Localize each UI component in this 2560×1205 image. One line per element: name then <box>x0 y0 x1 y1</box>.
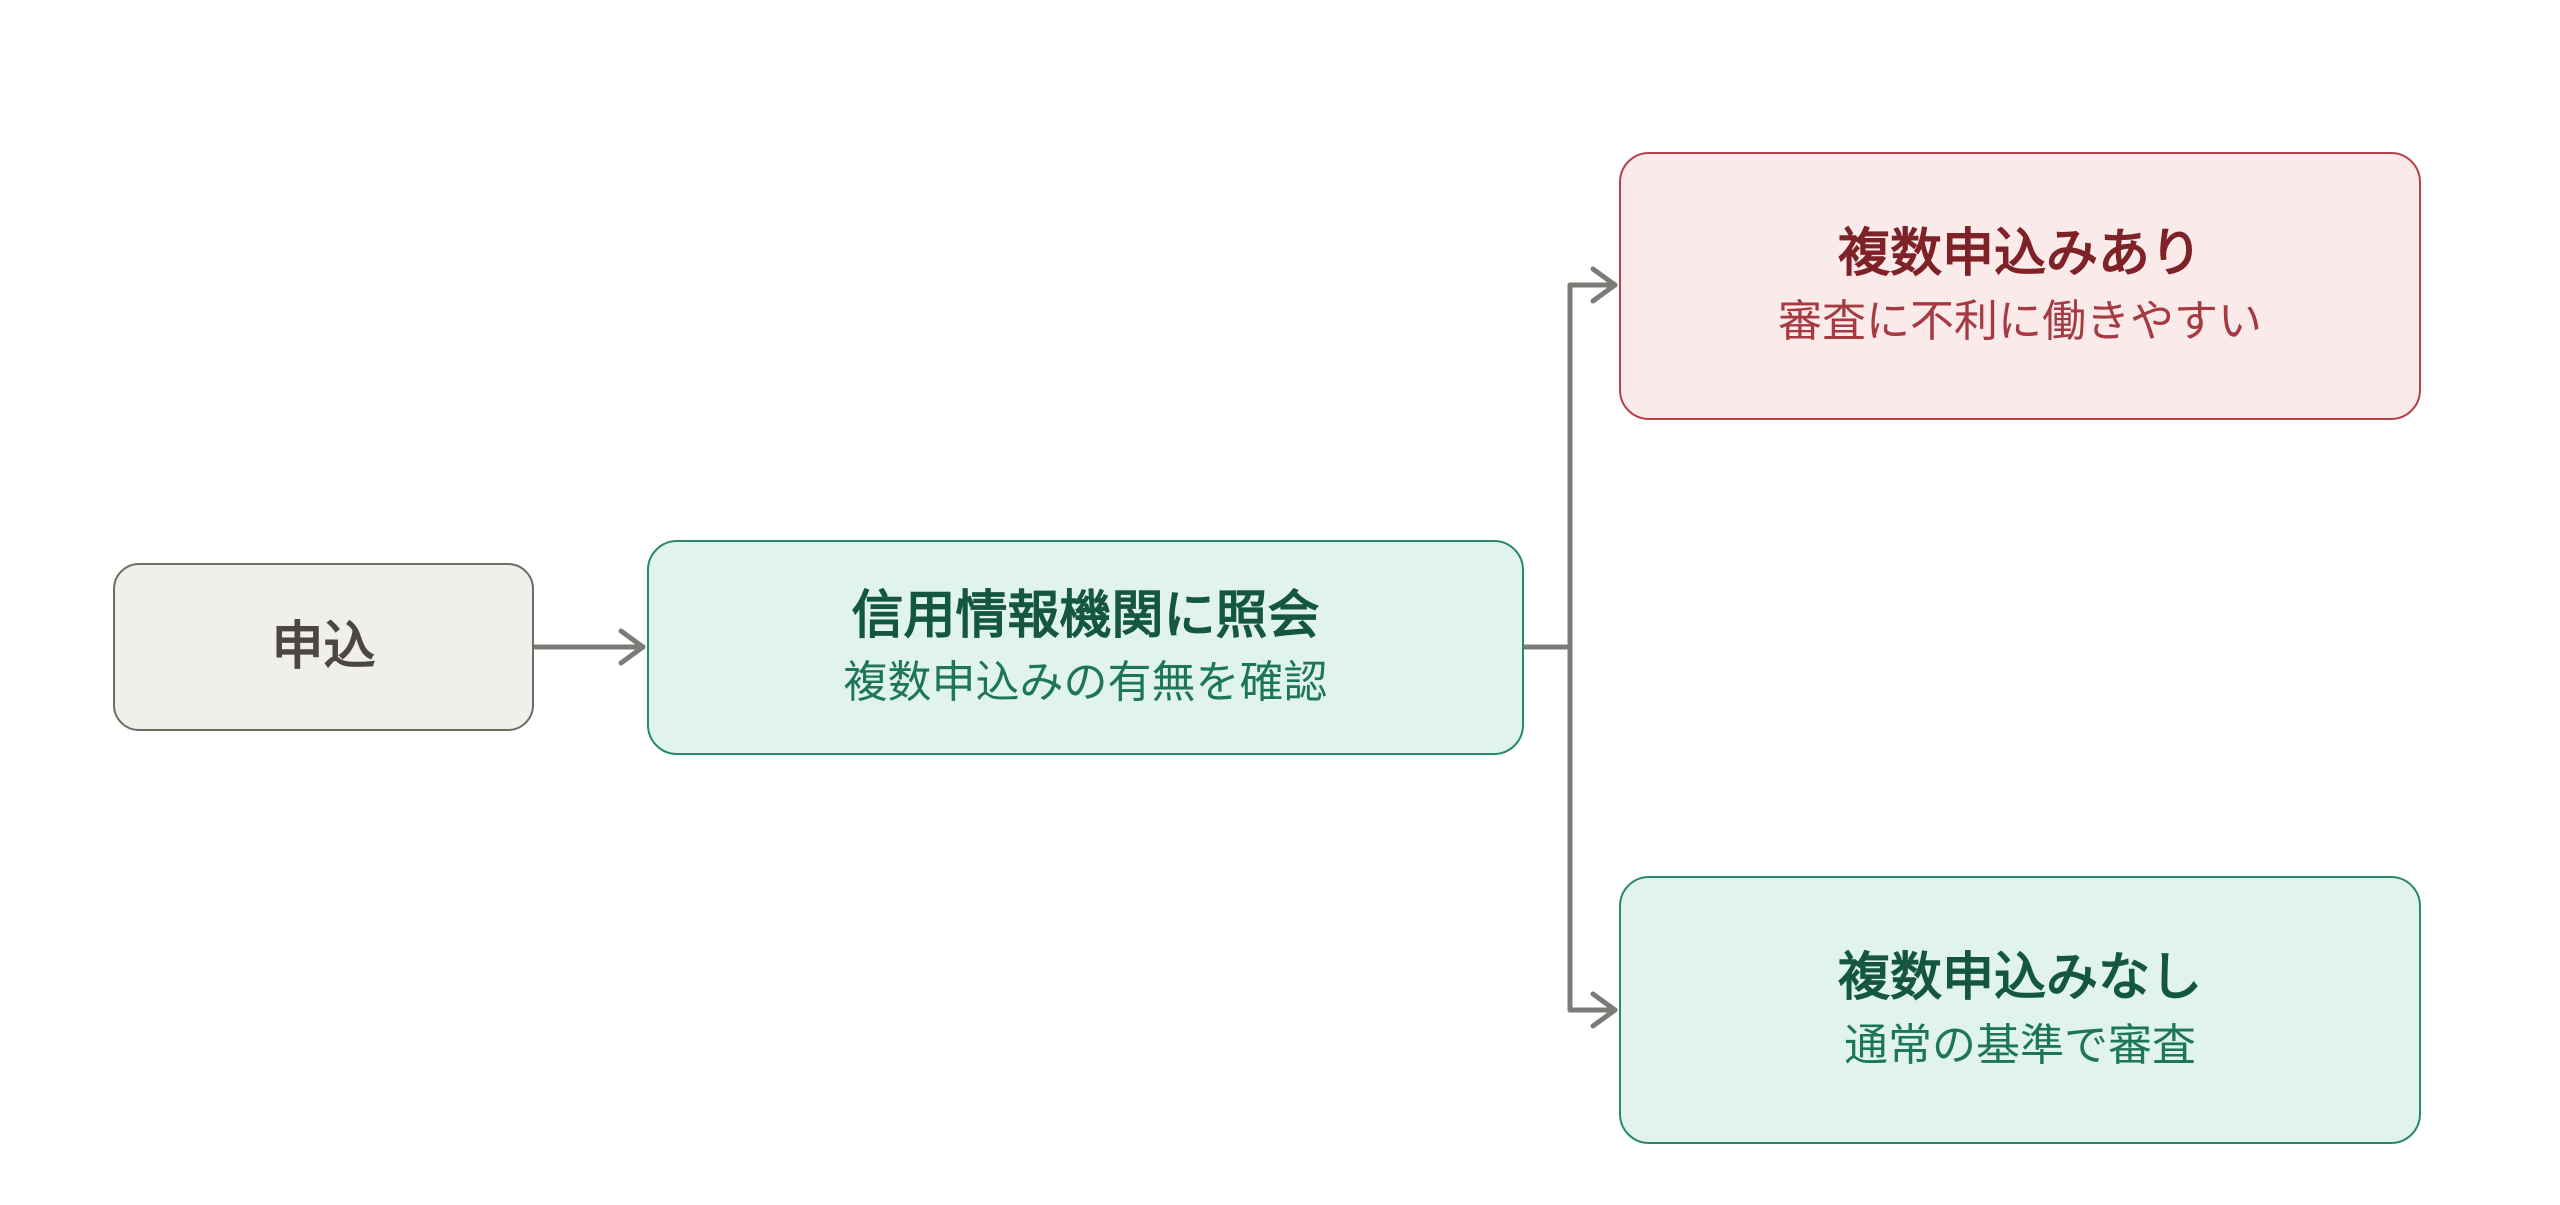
multiple-yes-subtitle: 審査に不利に働きやすい <box>1778 295 2262 347</box>
multiple-no-subtitle: 通常の基準で審査 <box>1844 1019 2196 1071</box>
multiple-applications-no-node: 複数申込みなし 通常の基準で審査 <box>1619 876 2421 1144</box>
credit-check-title: 信用情報機関に照会 <box>851 585 1320 646</box>
arrowhead-check <box>618 628 646 666</box>
apply-title: 申込 <box>271 616 376 677</box>
apply-node: 申込 <box>113 563 534 731</box>
arrowhead-multiple-no <box>1590 991 1618 1029</box>
connector-check-to-branches <box>1522 282 1573 1013</box>
multiple-applications-yes-node: 複数申込みあり 審査に不利に働きやすい <box>1619 152 2421 420</box>
arrowhead-multiple-yes <box>1590 266 1618 304</box>
multiple-yes-title: 複数申込みあり <box>1837 224 2202 285</box>
credit-check-subtitle: 複数申込みの有無を確認 <box>843 657 1328 709</box>
credit-check-node: 信用情報機関に照会 複数申込みの有無を確認 <box>647 540 1524 755</box>
multiple-no-title: 複数申込みなし <box>1837 948 2202 1009</box>
